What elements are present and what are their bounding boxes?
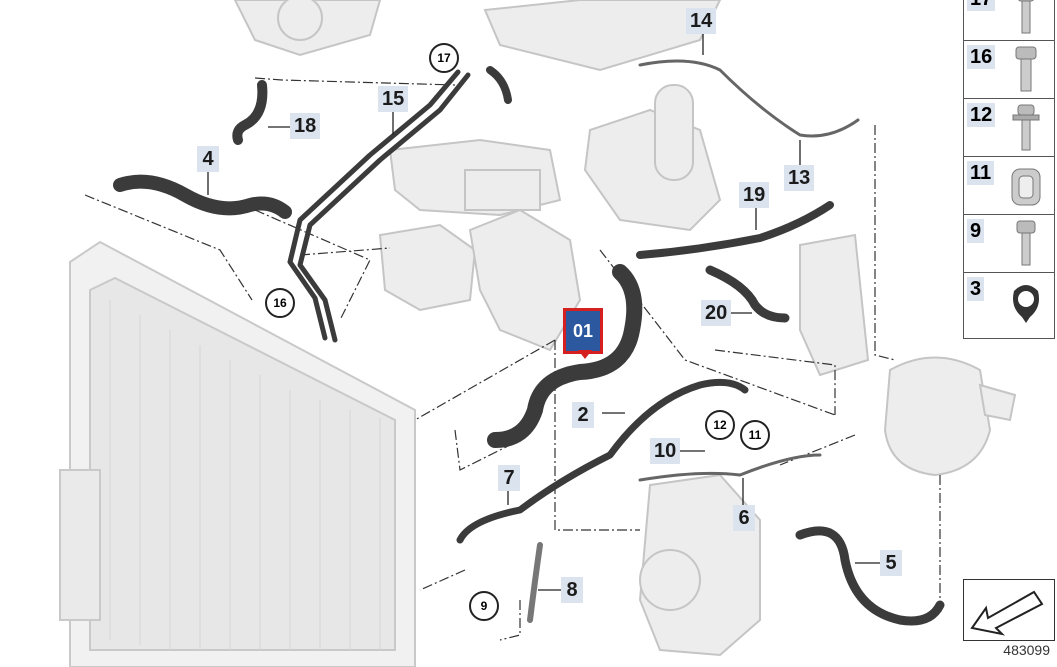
clip-sleeve-icon — [1011, 168, 1041, 206]
radiator-illustration — [59, 240, 416, 667]
circled-label-11[interactable]: 11 — [740, 420, 770, 450]
legend-item-3[interactable]: 3 — [964, 272, 1054, 330]
direction-arrow-box — [963, 579, 1055, 641]
legend-number: 3 — [967, 277, 985, 301]
legend-item-16[interactable]: 16 — [964, 40, 1054, 98]
circled-label-17[interactable]: 17 — [429, 43, 459, 73]
legend-number: 17 — [967, 0, 996, 11]
parts-legend: 17 16 12 11 9 3 — [963, 0, 1055, 339]
direction-arrow-icon — [970, 590, 1044, 636]
engine-components-illustration — [233, 0, 1017, 657]
hose-parts — [113, 59, 945, 626]
flange-bolt-icon — [1012, 104, 1040, 151]
marker-pointer-icon — [578, 350, 592, 359]
reference-number: 483099 — [1003, 642, 1050, 658]
label-leaders — [207, 30, 880, 591]
part-label-19[interactable]: 19 — [739, 182, 770, 208]
part-label-8[interactable]: 8 — [561, 577, 583, 603]
legend-item-9[interactable]: 9 — [964, 214, 1054, 272]
hose-clamp-icon — [1013, 285, 1039, 323]
bolt-icon — [1018, 0, 1034, 34]
part-label-14[interactable]: 14 — [686, 8, 717, 34]
part-label-10[interactable]: 10 — [650, 438, 681, 464]
highlighted-part-marker[interactable]: 01 — [563, 308, 603, 354]
bolt-icon — [1016, 220, 1036, 266]
leader-lines — [84, 77, 941, 641]
part-label-6[interactable]: 6 — [733, 505, 755, 531]
legend-number: 9 — [967, 219, 985, 243]
part-label-4[interactable]: 4 — [197, 146, 219, 172]
circled-label-9[interactable]: 9 — [469, 591, 499, 621]
part-label-5[interactable]: 5 — [880, 550, 902, 576]
legend-number: 12 — [967, 103, 996, 127]
legend-item-17[interactable]: 17 — [964, 0, 1054, 40]
legend-item-11[interactable]: 11 — [964, 156, 1054, 214]
circled-label-12[interactable]: 12 — [705, 410, 735, 440]
legend-number: 16 — [967, 45, 996, 69]
circled-label-16[interactable]: 16 — [265, 288, 295, 318]
part-label-2[interactable]: 2 — [572, 402, 594, 428]
part-label-20[interactable]: 20 — [701, 300, 732, 326]
legend-item-12[interactable]: 12 — [964, 98, 1054, 156]
part-label-13[interactable]: 13 — [784, 165, 815, 191]
part-label-7[interactable]: 7 — [498, 465, 520, 491]
bolt-icon — [1015, 46, 1037, 92]
part-label-15[interactable]: 15 — [378, 86, 409, 112]
part-label-18[interactable]: 18 — [290, 113, 321, 139]
legend-number: 11 — [967, 161, 995, 185]
